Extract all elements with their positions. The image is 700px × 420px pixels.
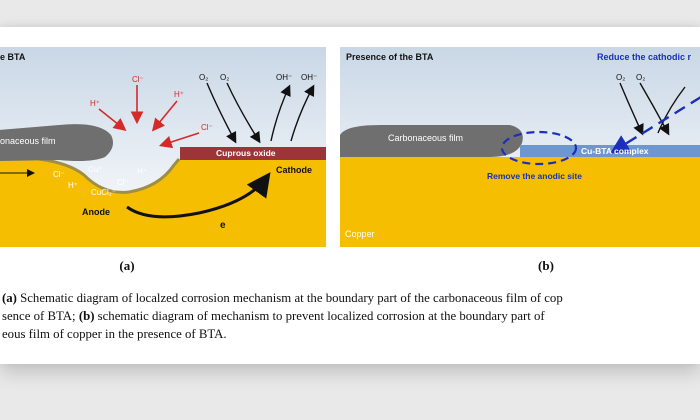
ion-h-4: H⁺	[68, 181, 78, 190]
panel-a: e BTA Cl⁻ H⁺ H⁺ Cl⁻ Cl⁻ Cu⁺ H⁺ Cl⁻ H⁺ Cu…	[0, 47, 326, 247]
anode-label: Anode	[82, 207, 110, 217]
cuprous-oxide-label: Cuprous oxide	[216, 148, 276, 158]
ion-h-3: H⁺	[137, 167, 147, 176]
caption-text-2: schematic diagram of mechanism to preven…	[94, 309, 545, 323]
ion-cl-4: Cl⁻	[117, 178, 129, 187]
subcaption-b: (b)	[538, 258, 554, 273]
ion-cu: Cu⁺	[88, 165, 103, 174]
electron-label: e	[220, 220, 226, 231]
h-arrow-2	[151, 100, 178, 132]
ion-cl-3: Cl⁻	[53, 170, 65, 179]
carbonaceous-film-b	[340, 125, 523, 157]
o2-label-b-1: O₂	[616, 73, 626, 82]
film-label-b: Carbonaceous film	[388, 133, 464, 143]
copper-label: Copper	[345, 229, 375, 239]
caption-ref-a: (a)	[2, 291, 17, 305]
anodic-site-ring	[500, 130, 578, 166]
copper-substrate	[0, 159, 326, 247]
reduce-cathodic-arrow	[609, 96, 700, 154]
figure-caption: (a) Schematic diagram of localzed corros…	[2, 289, 700, 343]
panel-b-title: Presence of the BTA	[346, 52, 434, 62]
oh-arrow-b	[657, 86, 686, 134]
cathode-label: Cathode	[276, 165, 312, 175]
oh-arrow-1	[270, 84, 291, 142]
ion-h-1: H⁺	[90, 99, 100, 108]
pit-edge	[38, 157, 181, 194]
o2-label-b-2: O₂	[636, 73, 646, 82]
panel-a-title: e BTA	[0, 52, 26, 62]
o2-label-2: O₂	[220, 73, 230, 82]
electron-flow-arrow	[126, 172, 271, 219]
caption-line-1: (a) Schematic diagram of localzed corros…	[2, 289, 700, 307]
o2-label-1: O₂	[199, 73, 209, 82]
ion-h-2: H⁺	[174, 90, 184, 99]
caption-line-2: sence of BTA; (b) schematic diagram of m…	[2, 307, 700, 325]
panel-b: Presence of the BTA Reduce the cathodic …	[340, 47, 700, 247]
oh-arrow-2	[290, 84, 315, 142]
copper-substrate-b	[340, 157, 700, 247]
reduce-label: Reduce the cathodic r	[597, 52, 692, 62]
caption-ref-b: (b)	[78, 309, 95, 323]
caption-text-1: Schematic diagram of localzed corrosion …	[16, 291, 563, 305]
panel-a-diagram	[0, 47, 326, 247]
ion-cl-2: Cl⁻	[201, 123, 213, 132]
cl-arrow-2	[158, 132, 200, 149]
subcaption-a: (a)	[119, 258, 135, 273]
o2-arrow-2	[226, 82, 261, 144]
cuprous-oxide-layer	[180, 147, 326, 160]
carbonaceous-film	[0, 124, 113, 161]
caption-line-3: eous film of copper in the presence of B…	[2, 327, 227, 341]
ion-cucl2: CuCl₂⁻	[91, 188, 117, 197]
o2-arrow-1	[206, 82, 237, 144]
oh-label-2: OH⁻	[301, 73, 318, 82]
panel-b-diagram	[340, 47, 700, 247]
figure-card: e BTA Cl⁻ H⁺ H⁺ Cl⁻ Cl⁻ Cu⁺ H⁺ Cl⁻ H⁺ Cu…	[0, 27, 700, 364]
remove-anodic-label: Remove the anodic site	[487, 171, 582, 181]
o2-arrow-b-1	[619, 82, 644, 136]
complex-label: Cu-BTA complex	[581, 146, 649, 156]
o2-arrow-b-2	[639, 82, 670, 136]
film-label: onaceous film	[0, 136, 56, 146]
oh-label-1: OH⁻	[276, 73, 293, 82]
caption-text-2a: sence of BTA;	[2, 309, 79, 323]
ion-cl-1: Cl⁻	[132, 75, 144, 84]
h-arrow-1	[98, 108, 127, 131]
